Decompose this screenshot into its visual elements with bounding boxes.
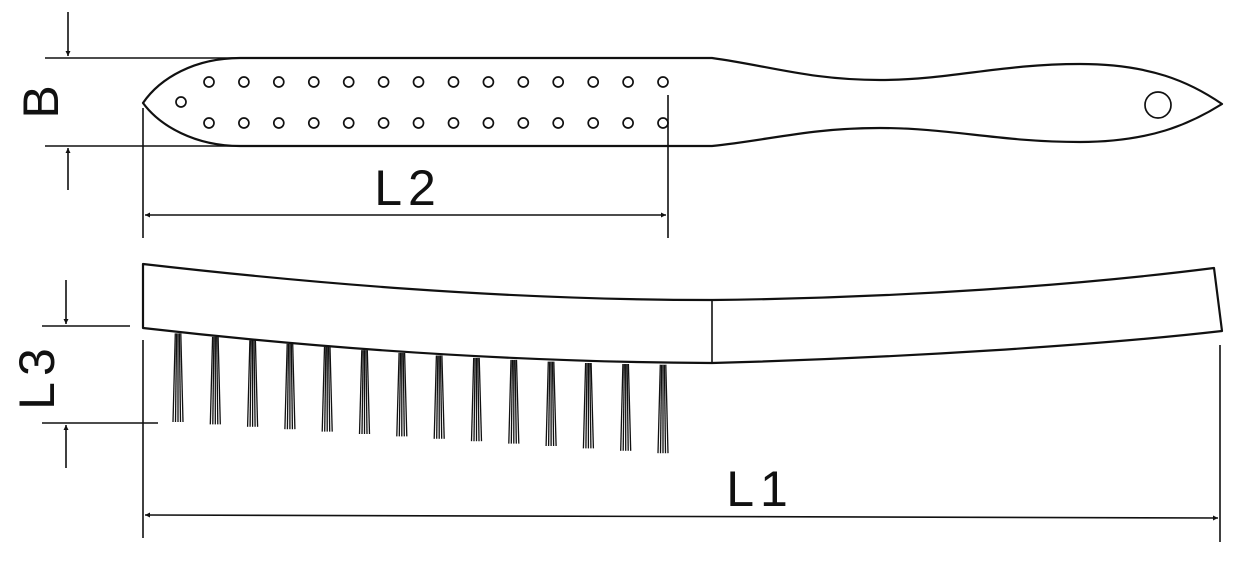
bristle-tuft (657, 364, 669, 454)
bristle-tuft (284, 343, 296, 430)
bristle-hole (377, 76, 390, 88)
bristle-hole (272, 76, 285, 88)
bristle-hole (307, 76, 320, 88)
bristle-tuft (582, 362, 595, 449)
bristle-hole (203, 117, 215, 129)
bristle-hole (482, 76, 495, 88)
bristle-hole (657, 76, 669, 88)
bristle-hole (412, 117, 425, 129)
bristle-hole (622, 117, 634, 129)
bristle-tuft (545, 361, 557, 447)
bristle-tuft (172, 333, 184, 423)
dimension-l3: L3 (9, 280, 158, 468)
dimension-l2: L2 (142, 95, 669, 238)
bristle-hole (657, 117, 669, 129)
dimension-label-b: B (13, 85, 69, 118)
dimension-b: B (13, 12, 240, 190)
bristle-hole (307, 117, 320, 129)
side-view (141, 262, 1224, 454)
brush-body-outline-side (141, 262, 1224, 365)
dimension-label-l1: L1 (726, 461, 794, 517)
bristle-hole (587, 76, 600, 88)
bristle-tuft (620, 363, 632, 451)
bristle-hole (238, 76, 250, 88)
dimension-l1: L1 (142, 340, 1221, 542)
bristle-tuft (209, 336, 221, 425)
bristle-tuft (470, 357, 483, 442)
bristle-hole (482, 117, 495, 129)
bristle-hole (622, 76, 634, 88)
dimension-label-l3: L3 (9, 342, 65, 410)
bristle-hole (203, 76, 215, 88)
bristle-hole (447, 76, 460, 88)
top-view (141, 56, 1224, 148)
bristle-hole (377, 117, 390, 129)
bristle-tuft (321, 346, 333, 432)
bristle-hole (175, 96, 187, 108)
bristle-hole (447, 117, 460, 129)
bristle-hole (272, 117, 285, 129)
bristle-tuft (246, 340, 259, 427)
bristle-hole (587, 117, 600, 129)
brush-body-outline-top (141, 56, 1224, 148)
bristle-tuft (396, 352, 408, 437)
bristle-hole (552, 76, 565, 88)
bristle-hole (552, 117, 565, 129)
bristle-hole-pattern (175, 76, 669, 129)
bristle-hole (342, 117, 355, 129)
bristle-hole (517, 117, 530, 129)
bristle-hole (517, 76, 530, 88)
hanging-hole (1144, 91, 1172, 119)
bristle-tuft (358, 350, 371, 435)
bristle-hole (412, 76, 425, 88)
dimension-label-l2: L2 (374, 160, 442, 216)
bristle-tuft (508, 359, 520, 444)
bristle-hole (342, 76, 355, 88)
bristle-tuft (433, 355, 445, 439)
bristle-hole (238, 117, 250, 129)
bristle-tufts (172, 333, 669, 454)
